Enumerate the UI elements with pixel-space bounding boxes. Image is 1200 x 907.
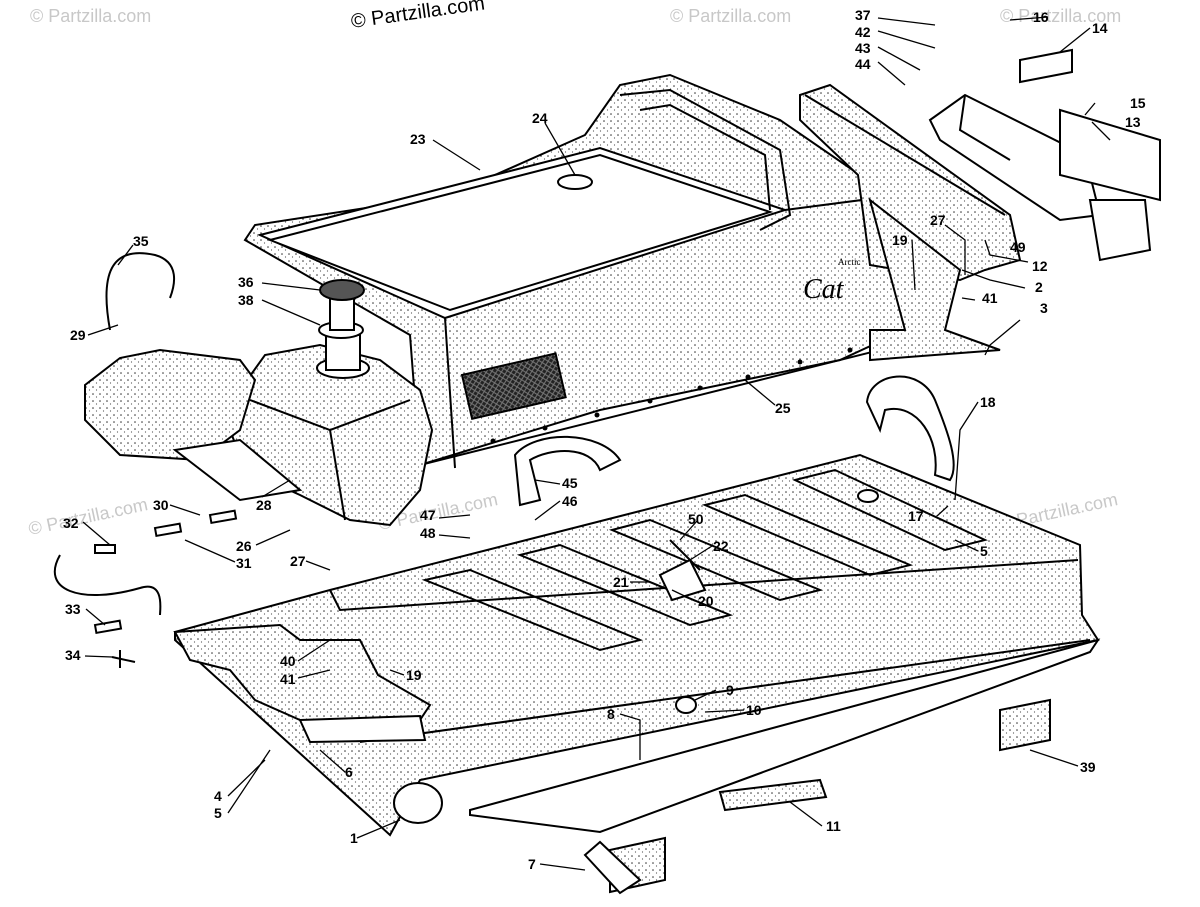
callout-32: 32 — [63, 515, 79, 531]
callout-48: 48 — [420, 525, 436, 541]
callout-21: 21 — [613, 574, 629, 590]
callout-labels: 1 2 3 4 5 5 6 7 8 9 10 11 12 13 14 15 16… — [63, 7, 1146, 872]
copyright-notice: © Partzilla.com — [350, 0, 487, 33]
watermark: © Partzilla.com — [30, 6, 151, 26]
callout-45: 45 — [562, 475, 578, 491]
callout-39: 39 — [1080, 759, 1096, 775]
callout-6: 6 — [345, 764, 353, 780]
rear-hood — [799, 83, 1022, 362]
callout-12: 12 — [1032, 258, 1048, 274]
callout-8: 8 — [607, 706, 615, 722]
callout-7: 7 — [528, 856, 536, 872]
callout-5: 5 — [980, 543, 988, 559]
watermark: © Partzilla.com — [670, 6, 791, 26]
callout-18: 18 — [980, 394, 996, 410]
callout-37: 37 — [855, 7, 871, 23]
callout-27: 27 — [930, 212, 946, 228]
nose-pan — [84, 348, 303, 502]
emblem-large-text: Cat — [803, 274, 845, 305]
callout-49: 49 — [1010, 239, 1026, 255]
seat: Arctic Cat — [243, 73, 907, 469]
callout-41: 41 — [982, 290, 998, 306]
callout-4: 4 — [214, 788, 222, 804]
callout-24: 24 — [532, 110, 548, 126]
callout-16: 16 — [1033, 9, 1049, 25]
leader-lines — [82, 16, 1111, 871]
callout-46: 46 — [562, 493, 578, 509]
callout-27: 27 — [290, 553, 306, 569]
callout-2: 2 — [1035, 279, 1043, 295]
callout-17: 17 — [908, 508, 924, 524]
callout-29: 29 — [70, 327, 86, 343]
callout-5: 5 — [214, 805, 222, 821]
callout-1: 1 — [350, 830, 358, 846]
watermark: © Partzilla.com — [1000, 6, 1121, 26]
callout-14: 14 — [1092, 20, 1108, 36]
callout-35: 35 — [133, 233, 149, 249]
emblem-small-text: Arctic — [838, 257, 861, 267]
callout-36: 36 — [238, 274, 254, 290]
small-parts — [53, 252, 1051, 895]
callout-43: 43 — [855, 40, 871, 56]
callout-13: 13 — [1125, 114, 1141, 130]
callout-33: 33 — [65, 601, 81, 617]
callout-9: 9 — [726, 682, 734, 698]
callout-40: 40 — [280, 653, 296, 669]
callout-30: 30 — [153, 497, 169, 513]
callout-50: 50 — [688, 511, 704, 527]
callout-25: 25 — [775, 400, 791, 416]
callout-26: 26 — [236, 538, 252, 554]
callout-3: 3 — [1040, 300, 1048, 316]
callout-47: 47 — [420, 507, 436, 523]
callout-22: 22 — [713, 538, 729, 554]
callout-19: 19 — [406, 667, 422, 683]
callout-11: 11 — [826, 818, 841, 834]
callout-34: 34 — [65, 647, 81, 663]
callout-42: 42 — [855, 24, 871, 40]
callout-38: 38 — [238, 292, 254, 308]
callout-41: 41 — [280, 671, 296, 687]
callout-23: 23 — [410, 131, 426, 147]
callout-28: 28 — [256, 497, 272, 513]
callout-20: 20 — [698, 593, 714, 609]
callout-19: 19 — [892, 232, 908, 248]
callout-31: 31 — [236, 555, 252, 571]
watermark: © Partzilla.com — [27, 494, 150, 539]
callout-15: 15 — [1130, 95, 1146, 111]
rear-bracket — [928, 48, 1161, 262]
bottom-pan — [173, 453, 1101, 837]
callout-10: 10 — [746, 702, 762, 718]
callout-44: 44 — [855, 56, 871, 72]
cat-emblem: Arctic Cat — [803, 257, 861, 305]
